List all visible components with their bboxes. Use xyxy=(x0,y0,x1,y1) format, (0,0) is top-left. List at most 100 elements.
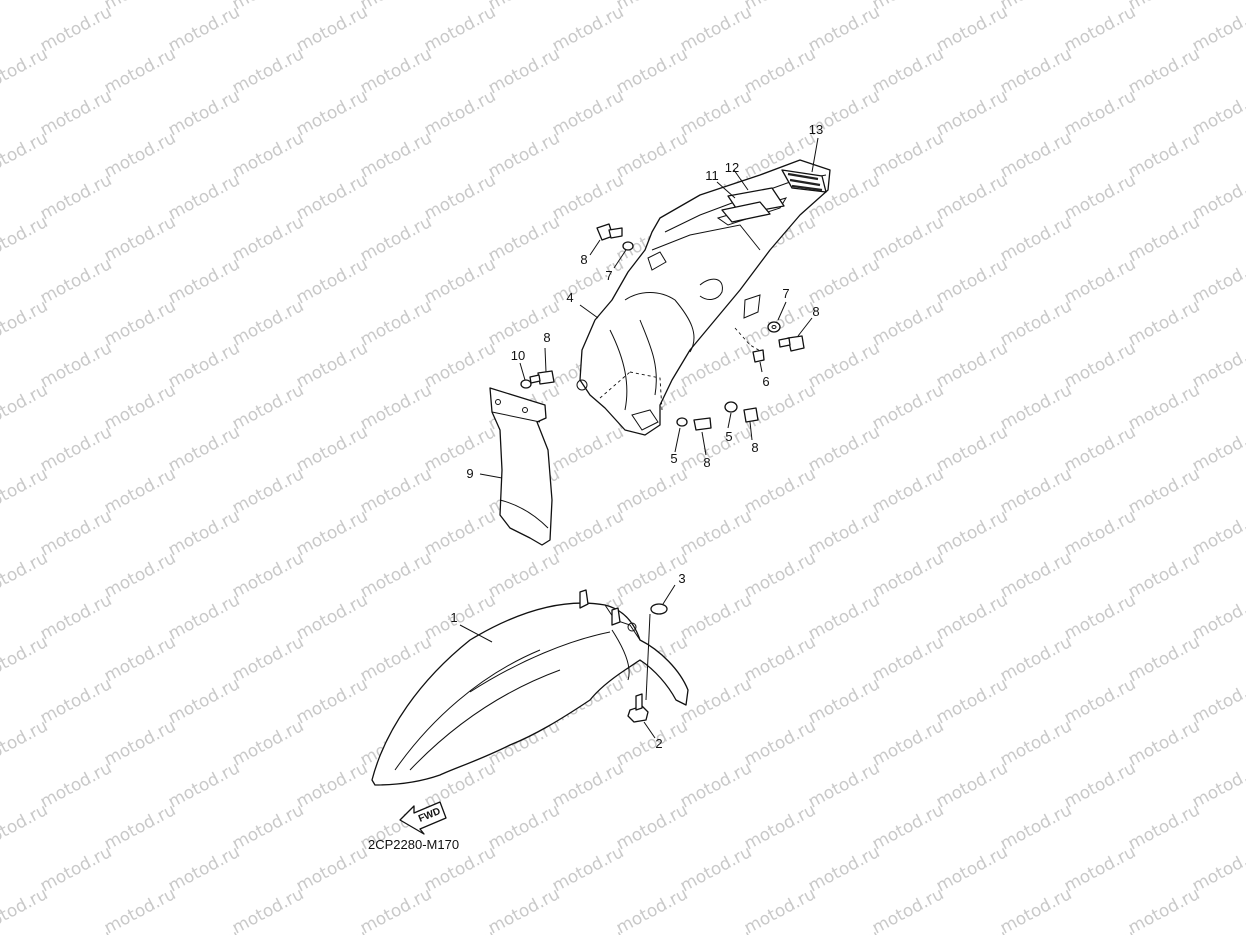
watermark-text: motod.ru xyxy=(933,842,1011,896)
watermark-text: motod.ru xyxy=(997,800,1075,854)
watermark-text: motod.ru xyxy=(549,86,627,140)
watermark-text: motod.ru xyxy=(357,464,435,518)
mud-flap xyxy=(489,387,553,546)
watermark-text: motod.ru xyxy=(0,44,51,98)
callout-1: 1 xyxy=(450,610,457,625)
watermark-text: motod.ru xyxy=(165,170,243,224)
watermark-text: motod.ru xyxy=(165,86,243,140)
watermark-text: motod.ru xyxy=(485,128,563,182)
watermark-text: motod.ru xyxy=(933,674,1011,728)
watermark-text: motod.ru xyxy=(869,632,947,686)
watermark-text: motod.ru xyxy=(997,548,1075,602)
watermark-text: motod.ru xyxy=(229,884,307,935)
watermark-text: motod.ru xyxy=(869,296,947,350)
watermark-text: motod.ru xyxy=(677,926,755,935)
watermark-text: motod.ru xyxy=(37,926,115,935)
watermark-text: motod.ru xyxy=(0,296,51,350)
grommet-5-left xyxy=(676,417,688,427)
watermark-text: motod.ru xyxy=(37,506,115,560)
watermark-text: motod.ru xyxy=(101,548,179,602)
watermark-text: motod.ru xyxy=(293,86,371,140)
watermark-text: motod.ru xyxy=(1189,2,1246,56)
watermark-text: motod.ru xyxy=(485,800,563,854)
callout-12: 12 xyxy=(725,160,739,175)
watermark-text: motod.ru xyxy=(1061,758,1139,812)
watermark-text: motod.ru xyxy=(229,800,307,854)
watermark-text: motod.ru xyxy=(293,758,371,812)
watermark-text: motod.ru xyxy=(101,212,179,266)
watermark-text: motod.ru xyxy=(869,884,947,935)
watermark-text: motod.ru xyxy=(357,212,435,266)
watermark-text: motod.ru xyxy=(229,0,307,14)
watermark-text: motod.ru xyxy=(229,212,307,266)
watermark-text: motod.ru xyxy=(1061,926,1139,935)
watermark-text: motod.ru xyxy=(805,2,883,56)
watermark-text: motod.ru xyxy=(1189,422,1246,476)
watermark-text: motod.ru xyxy=(101,464,179,518)
watermark-text: motod.ru xyxy=(229,44,307,98)
watermark-text: motod.ru xyxy=(741,380,819,434)
watermark-text: motod.ru xyxy=(1061,2,1139,56)
watermark-text: motod.ru xyxy=(421,2,499,56)
front-fender xyxy=(371,589,689,786)
watermark-text: motod.ru xyxy=(997,632,1075,686)
watermark-text: motod.ru xyxy=(805,758,883,812)
watermark-text: motod.ru xyxy=(1189,590,1246,644)
watermark-text: motod.ru xyxy=(933,254,1011,308)
watermark-text: motod.ru xyxy=(1189,86,1246,140)
washer-7-left xyxy=(622,241,634,251)
watermark-text: motod.ru xyxy=(421,506,499,560)
watermark-text: motod.ru xyxy=(421,170,499,224)
watermark-text: motod.ru xyxy=(613,800,691,854)
watermark-text: motod.ru xyxy=(933,758,1011,812)
watermark-text: motod.ru xyxy=(37,758,115,812)
watermark-text: motod.ru xyxy=(549,2,627,56)
watermark-text: motod.ru xyxy=(997,296,1075,350)
watermark-text: motod.ru xyxy=(1125,548,1203,602)
watermark-text: motod.ru xyxy=(805,338,883,392)
callout-3: 3 xyxy=(678,571,685,586)
watermark-text: motod.ru xyxy=(1125,800,1203,854)
watermark-text: motod.ru xyxy=(229,296,307,350)
washer-3 xyxy=(650,603,668,615)
watermark-text: motod.ru xyxy=(997,716,1075,770)
watermark-text: motod.ru xyxy=(421,254,499,308)
callout-9: 9 xyxy=(466,466,473,481)
watermark-text: motod.ru xyxy=(869,212,947,266)
forward-arrow: FWD xyxy=(399,801,447,835)
watermark-text: motod.ru xyxy=(1189,674,1246,728)
watermark-text: motod.ru xyxy=(1189,758,1246,812)
callout-13: 11 xyxy=(705,168,719,183)
watermark-text: motod.ru xyxy=(37,842,115,896)
watermark-text: motod.ru xyxy=(357,0,435,14)
watermark-text: motod.ru xyxy=(869,800,947,854)
callout-8: 8 xyxy=(703,455,710,470)
watermark-text: motod.ru xyxy=(165,338,243,392)
watermark-text: motod.ru xyxy=(485,548,563,602)
bolt-8-top-left xyxy=(596,223,623,241)
watermark-text: motod.ru xyxy=(293,422,371,476)
watermark-text: motod.ru xyxy=(805,422,883,476)
watermark-text: motod.ru xyxy=(613,716,691,770)
watermark-text: motod.ru xyxy=(933,926,1011,935)
watermark-text: motod.ru xyxy=(741,884,819,935)
watermark-text: motod.ru xyxy=(229,380,307,434)
watermark-text: motod.ru xyxy=(997,884,1075,935)
watermark-text: motod.ru xyxy=(165,254,243,308)
bolt-8-left-flap xyxy=(529,370,555,385)
watermark-text: motod.ru xyxy=(165,2,243,56)
watermark-text: motod.ru xyxy=(485,296,563,350)
watermark-text: motod.ru xyxy=(613,44,691,98)
watermark-text: motod.ru xyxy=(869,128,947,182)
watermark-text: motod.ru xyxy=(421,338,499,392)
watermark-text: motod.ru xyxy=(37,254,115,308)
callout-5: 5 xyxy=(725,429,732,444)
watermark-text: motod.ru xyxy=(293,926,371,935)
watermark-text: motod.ru xyxy=(549,422,627,476)
callout-10: 10 xyxy=(511,348,525,363)
watermark-text: motod.ru xyxy=(1061,170,1139,224)
watermark-text: motod.ru xyxy=(805,842,883,896)
watermark-text: motod.ru xyxy=(421,926,499,935)
watermark-text: motod.ru xyxy=(229,716,307,770)
watermark-text: motod.ru xyxy=(357,548,435,602)
